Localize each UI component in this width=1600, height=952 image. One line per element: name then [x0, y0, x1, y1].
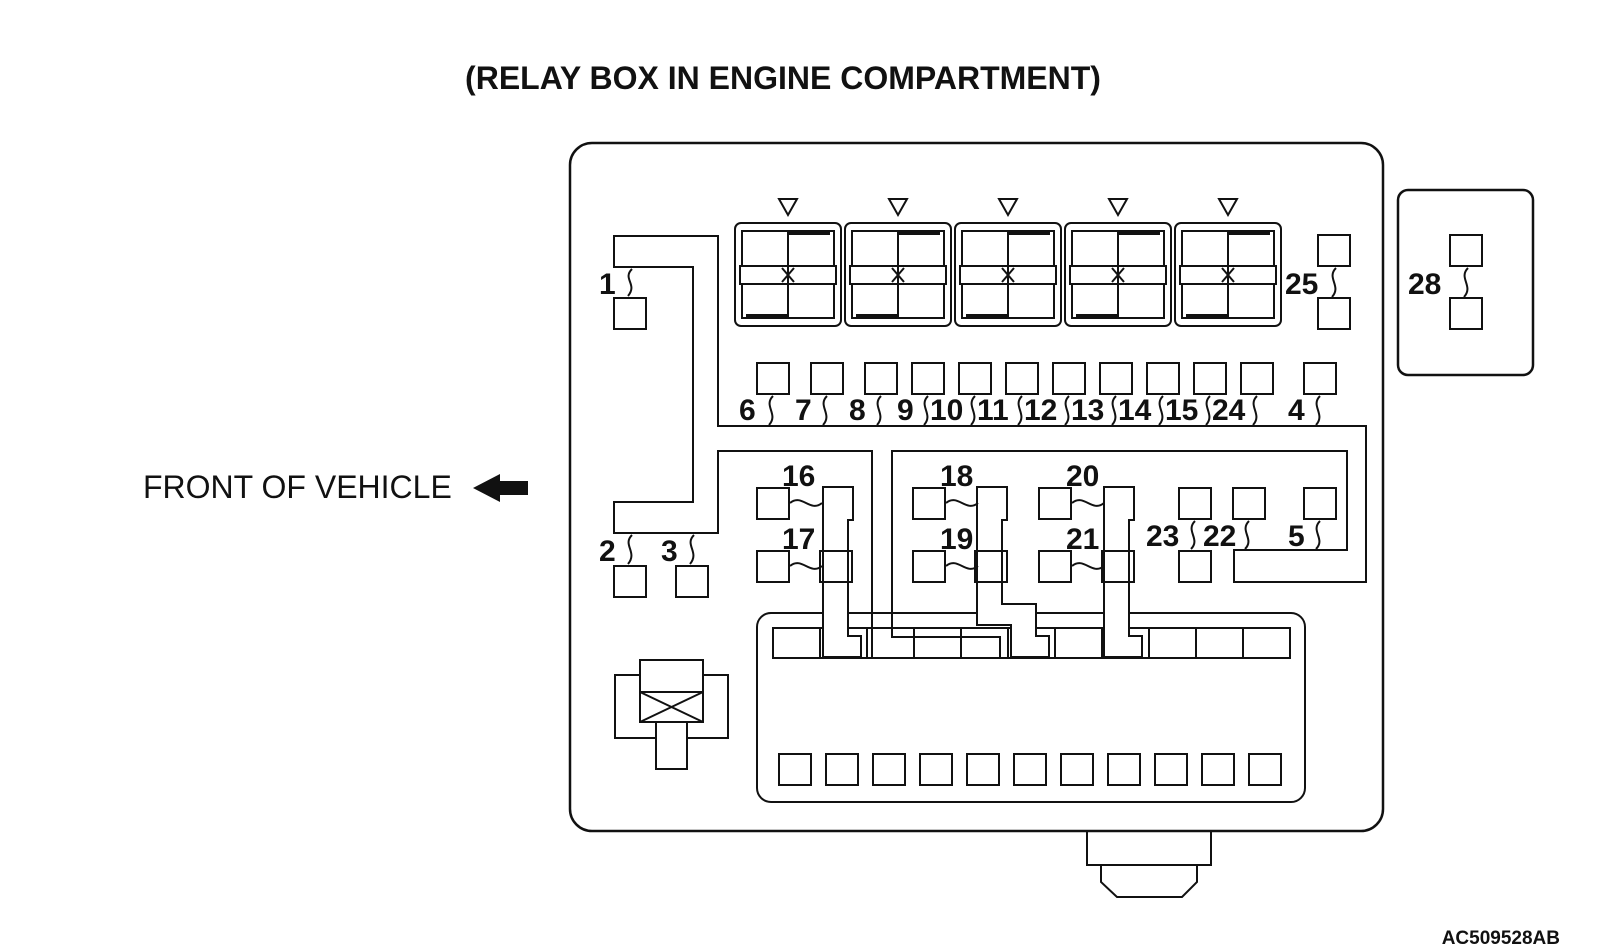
label-3: 3 — [661, 535, 678, 568]
label-18: 18 — [940, 460, 973, 493]
fuse-20 — [1038, 487, 1072, 520]
label-1: 1 — [599, 268, 616, 301]
fuse-23b — [1178, 550, 1212, 583]
fuse-11 — [1005, 362, 1039, 395]
arrow-left-icon — [473, 474, 528, 502]
label-19: 19 — [940, 523, 973, 556]
label-5: 5 — [1288, 520, 1305, 553]
side-relay-box — [1396, 188, 1535, 377]
label-9: 9 — [897, 394, 914, 427]
fuse-10 — [958, 362, 992, 395]
fuse-6 — [756, 362, 790, 395]
label-13: 13 — [1071, 394, 1104, 427]
label-10: 10 — [930, 394, 963, 427]
fuse-7 — [810, 362, 844, 395]
harness-bar-18 — [976, 486, 1050, 658]
label-14: 14 — [1118, 394, 1152, 427]
label-28: 28 — [1408, 268, 1441, 301]
relay-block-1 — [734, 198, 842, 327]
relay-block-2 — [844, 198, 952, 327]
fuse-13 — [1099, 362, 1133, 395]
label-17: 17 — [782, 523, 815, 556]
fuse-25a — [1317, 234, 1351, 267]
relay-block-3 — [954, 198, 1062, 327]
label-23: 23 — [1146, 520, 1179, 553]
front-of-vehicle-label: FRONT OF VEHICLE — [143, 469, 452, 505]
harness-bar-16 — [822, 486, 862, 658]
item-labels: 1 2 3 25 28 6 7 8 9 10 11 12 13 14 15 24… — [599, 268, 1441, 568]
relay-box-outline — [568, 141, 1385, 833]
relay-block-4 — [1064, 198, 1172, 327]
fuse-23a — [1178, 487, 1212, 520]
lower-left-relay — [614, 659, 729, 770]
label-4: 4 — [1288, 394, 1305, 427]
label-16: 16 — [782, 460, 815, 493]
figure-code: AC509528AB — [1442, 928, 1560, 949]
label-21: 21 — [1066, 523, 1099, 556]
fuse-17 — [756, 550, 790, 583]
fuse-3 — [675, 565, 709, 598]
fuse-16 — [756, 487, 790, 520]
bottom-connector — [1086, 831, 1212, 898]
fuse-5 — [1303, 487, 1337, 520]
fuse-25b — [1317, 297, 1351, 330]
fuse-22 — [1232, 487, 1266, 520]
fuse-28b — [1449, 297, 1483, 330]
fuse-21 — [1038, 550, 1072, 583]
label-8: 8 — [849, 394, 866, 427]
harness-bar-20 — [1103, 486, 1143, 658]
label-20: 20 — [1066, 460, 1099, 493]
fuse-19b — [974, 550, 1008, 583]
label-2: 2 — [599, 535, 616, 568]
label-22: 22 — [1203, 520, 1236, 553]
fuse-9 — [911, 362, 945, 395]
fuse-squares — [613, 234, 1483, 598]
label-7: 7 — [795, 394, 812, 427]
fuse-18 — [912, 487, 946, 520]
relay-block-group — [734, 198, 1282, 327]
fuse-8 — [864, 362, 898, 395]
harness-upper — [613, 235, 1367, 659]
leader-lines — [627, 267, 1469, 570]
label-6: 6 — [739, 394, 756, 427]
fuse-1 — [613, 297, 647, 330]
fuse-2 — [613, 565, 647, 598]
label-15: 15 — [1165, 394, 1198, 427]
fuse-24 — [1240, 362, 1274, 395]
diagram-title: (RELAY BOX IN ENGINE COMPARTMENT) — [465, 60, 1101, 96]
fuse-28a — [1449, 234, 1483, 267]
label-25: 25 — [1285, 268, 1318, 301]
label-12: 12 — [1024, 394, 1057, 427]
fuse-14 — [1146, 362, 1180, 395]
fuse-4 — [1303, 362, 1337, 395]
fuse-15 — [1193, 362, 1227, 395]
relay-block-5 — [1174, 198, 1282, 327]
label-11: 11 — [977, 394, 1009, 427]
fuse-12 — [1052, 362, 1086, 395]
fuse-19 — [912, 550, 946, 583]
label-24: 24 — [1212, 394, 1246, 427]
